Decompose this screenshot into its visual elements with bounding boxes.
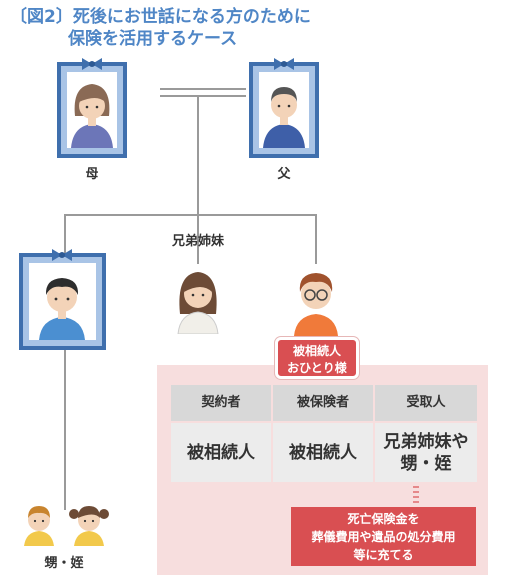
note-line-2: 葬儀費用や遺品の処分費用 [311,530,456,544]
mother-avatar-icon [71,84,113,148]
insurance-roles-table: 契約者 被保険者 受取人 被相続人 被相続人 兄弟姉妹や 甥・姪 [171,385,477,482]
cell-beneficiary: 兄弟姉妹や 甥・姪 [375,423,477,482]
mother-memorial-portrait [57,62,127,158]
mother-ribbon-icon [82,58,102,70]
sibling-left-drop [64,214,66,254]
mother-label: 母 [85,167,99,182]
title-line-2: 保険を活用するケース [68,29,238,49]
cell-contractor: 被相続人 [171,423,271,482]
sibling-ribbon-icon [52,249,72,261]
cell-insured: 被相続人 [273,423,373,482]
descendant-line [64,350,66,510]
family-stem-line [197,96,199,214]
sibling-right-drop [315,214,317,264]
father-ribbon-icon [274,58,294,70]
badge-line-2: おひとり様 [287,361,347,375]
father-memorial-portrait [249,62,319,158]
header-contractor: 契約者 [171,385,271,421]
nephew-avatar-icon [24,506,54,546]
decedent-badge: 被相続人 おひとり様 [275,337,359,379]
header-beneficiary: 受取人 [375,385,477,421]
note-line-3: 等に充てる [353,548,414,562]
sister-avatar-icon [177,272,219,334]
niece-avatar-icon [69,506,109,546]
siblings-label: 兄弟姉妹 [171,234,224,249]
siblings-horizontal-line [64,214,317,216]
nephews-nieces-label: 甥・姪 [44,556,84,571]
dotted-connector [413,486,419,504]
title-line-1: 〔図2〕死後にお世話になる方のために [10,7,311,27]
father-label: 父 [277,167,291,182]
father-avatar-icon [263,87,305,148]
badge-line-1: 被相続人 [292,344,341,358]
marriage-line-bottom [160,95,246,97]
cell-beneficiary-line-1: 兄弟姉妹や [383,431,469,452]
death-benefit-note: 死亡保険金を 葬儀費用や遺品の処分費用 等に充てる [291,507,476,566]
note-line-1: 死亡保険金を [347,512,420,526]
header-insured: 被保険者 [273,385,373,421]
deceased-sibling-memorial-portrait [19,253,106,350]
sibling-mid-drop [197,214,199,264]
cell-beneficiary-line-2: 甥・姪 [400,453,452,474]
diagram-title: 〔図2〕死後にお世話になる方のために 保険を活用するケース [10,6,311,50]
decedent-avatar-icon [294,273,338,336]
sibling-male-avatar-icon [39,278,85,340]
marriage-line-top [160,88,246,90]
